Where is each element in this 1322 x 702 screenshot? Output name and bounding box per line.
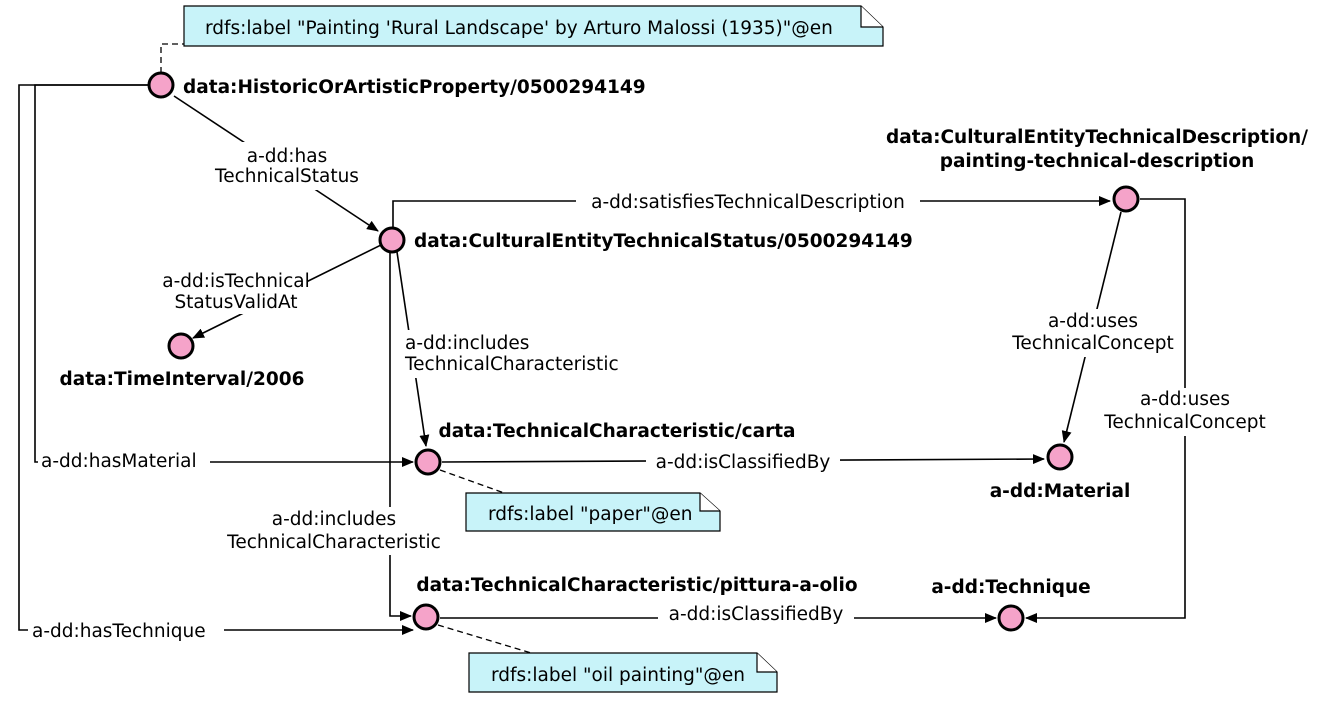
svg-text:painting-technical-description: painting-technical-description [940,151,1255,172]
svg-text:data:TechnicalCharacteristic/p: data:TechnicalCharacteristic/pittura-a-o… [416,575,857,596]
svg-text:rdfs:label "Painting 'Rural La: rdfs:label "Painting 'Rural Landscape' b… [205,18,833,39]
note-connector-paper [439,469,519,499]
node-time-interval: data:TimeInterval/2006 [60,332,305,390]
svg-text:TechnicalConcept: TechnicalConcept [1103,412,1265,433]
svg-text:a-dd:Material: a-dd:Material [990,481,1131,502]
edge-includes-technical-characteristic-olio [389,252,412,621]
note-paper-label: rdfs:label "paper"@en [465,492,721,532]
svg-text:a-dd:Technique: a-dd:Technique [931,577,1090,598]
note-connector-painting [160,43,184,73]
svg-text:a-dd:includes: a-dd:includes [405,333,529,354]
node-technical-characteristic-carta: data:TechnicalCharacteristic/carta [414,421,796,476]
svg-text:a-dd:has: a-dd:has [247,146,327,167]
label-includes-technical-characteristic-olio: a-dd:includes TechnicalCharacteristic [216,507,454,555]
svg-text:data:CulturalEntityTechnicalDe: data:CulturalEntityTechnicalDescription/ [886,127,1308,148]
svg-text:data:TimeInterval/2006: data:TimeInterval/2006 [60,369,305,390]
svg-text:a-dd:uses: a-dd:uses [1140,389,1230,410]
node-technique: a-dd:Technique [931,577,1091,632]
node-technical-characteristic-olio: data:TechnicalCharacteristic/pittura-a-o… [412,575,858,631]
svg-text:a-dd:satisfiesTechnicalDescrip: a-dd:satisfiesTechnicalDescription [591,192,905,213]
svg-text:TechnicalStatus: TechnicalStatus [214,166,359,187]
label-includes-technical-characteristic-carta: a-dd:includes TechnicalCharacteristic [403,330,635,378]
label-uses-technical-concept-material: a-dd:uses TechnicalConcept [1004,309,1184,357]
svg-text:StatusValidAt: StatusValidAt [174,292,297,313]
node-cultural-entity-technical-description: data:CulturalEntityTechnicalDescription/… [886,127,1308,213]
label-uses-technical-concept-technique: a-dd:uses TechnicalConcept [1096,388,1274,436]
label-is-classified-by-material: a-dd:isClassifiedBy [646,450,840,474]
label-is-classified-by-technique: a-dd:isClassifiedBy [658,602,854,626]
note-painting-label: rdfs:label "Painting 'Rural Landscape' b… [183,5,884,47]
label-has-technique: a-dd:hasTechnique [28,619,224,643]
node-material: a-dd:Material [990,443,1131,502]
svg-text:a-dd:isTechnical: a-dd:isTechnical [162,271,309,292]
svg-text:a-dd:hasMaterial: a-dd:hasMaterial [41,451,197,472]
svg-text:TechnicalConcept: TechnicalConcept [1011,333,1173,354]
node-cultural-entity-technical-status: data:CulturalEntityTechnicalStatus/05002… [378,226,913,254]
svg-text:TechnicalCharacteristic: TechnicalCharacteristic [404,354,619,375]
svg-text:data:HistoricOrArtisticPropert: data:HistoricOrArtisticProperty/05002941… [183,77,646,98]
svg-text:data:TechnicalCharacteristic/c: data:TechnicalCharacteristic/carta [438,421,795,442]
svg-text:a-dd:isClassifiedBy: a-dd:isClassifiedBy [656,452,831,473]
svg-text:a-dd:isClassifiedBy: a-dd:isClassifiedBy [669,604,844,625]
label-is-technical-status-valid-at: a-dd:isTechnical StatusValidAt [162,266,310,314]
svg-text:data:CulturalEntityTechnicalSt: data:CulturalEntityTechnicalStatus/05002… [414,231,913,252]
label-has-material: a-dd:hasMaterial [38,449,210,473]
svg-text:TechnicalCharacteristic: TechnicalCharacteristic [226,532,441,553]
node-historic-or-artistic-property: data:HistoricOrArtisticProperty/05002941… [147,71,646,99]
label-has-technical-status: a-dd:has TechnicalStatus [214,142,359,190]
label-satisfies-technical-description: a-dd:satisfiesTechnicalDescription [576,189,920,213]
svg-text:a-dd:hasTechnique: a-dd:hasTechnique [32,621,206,642]
svg-text:rdfs:label "oil painting"@en: rdfs:label "oil painting"@en [491,665,745,686]
svg-text:a-dd:includes: a-dd:includes [272,509,396,530]
svg-text:rdfs:label "paper"@en: rdfs:label "paper"@en [488,504,692,525]
note-oil-painting-label: rdfs:label "oil painting"@en [468,652,778,693]
svg-text:a-dd:uses: a-dd:uses [1048,311,1138,332]
